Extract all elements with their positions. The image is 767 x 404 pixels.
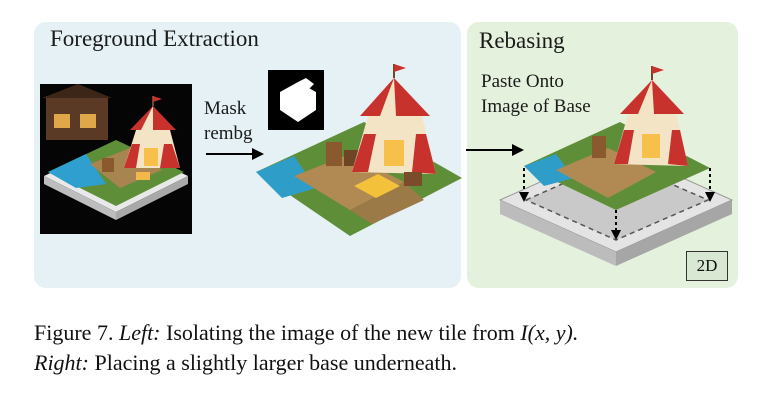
dotted-arrow-down-icon [705, 168, 715, 202]
extracted-tile-image [256, 64, 462, 236]
arrow-right-icon [466, 144, 524, 156]
caption-left-label: Left: [118, 320, 161, 345]
mask-label-line2: rembg [204, 123, 253, 144]
panel-title-foreground-extraction: Foreground Extraction [50, 26, 259, 51]
original-tile-image [40, 84, 192, 234]
figure-caption: Figure 7. Left: Isolating the image of t… [34, 318, 749, 378]
caption-left-text: Isolating the image of the new tile from [166, 320, 515, 345]
paste-label-line1: Paste Onto [481, 71, 564, 92]
mask-label-line1: Mask [204, 98, 247, 119]
mask-step-label: Mask rembg [204, 96, 253, 146]
arrow-right-icon [206, 148, 264, 160]
caption-line-1: Figure 7. Left: Isolating the image of t… [34, 318, 749, 348]
caption-figure-number: Figure 7. [34, 320, 114, 345]
2d-badge: 2D [686, 251, 728, 281]
panel-title-rebasing: Rebasing [479, 28, 565, 53]
mask-thumbnail-icon [268, 70, 324, 130]
caption-right-label: Right: [34, 350, 89, 375]
caption-line-2: Right: Placing a slightly larger base un… [34, 348, 749, 378]
rebased-tile-image [498, 66, 734, 266]
dotted-arrow-down-icon [611, 210, 621, 240]
paste-label-line2: Image of Base [481, 96, 591, 117]
dotted-arrow-down-icon [519, 168, 529, 202]
paste-step-label: Paste Onto Image of Base [481, 69, 591, 119]
caption-math: I(x, y). [520, 320, 579, 345]
caption-right-text: Placing a slightly larger base underneat… [94, 350, 457, 375]
